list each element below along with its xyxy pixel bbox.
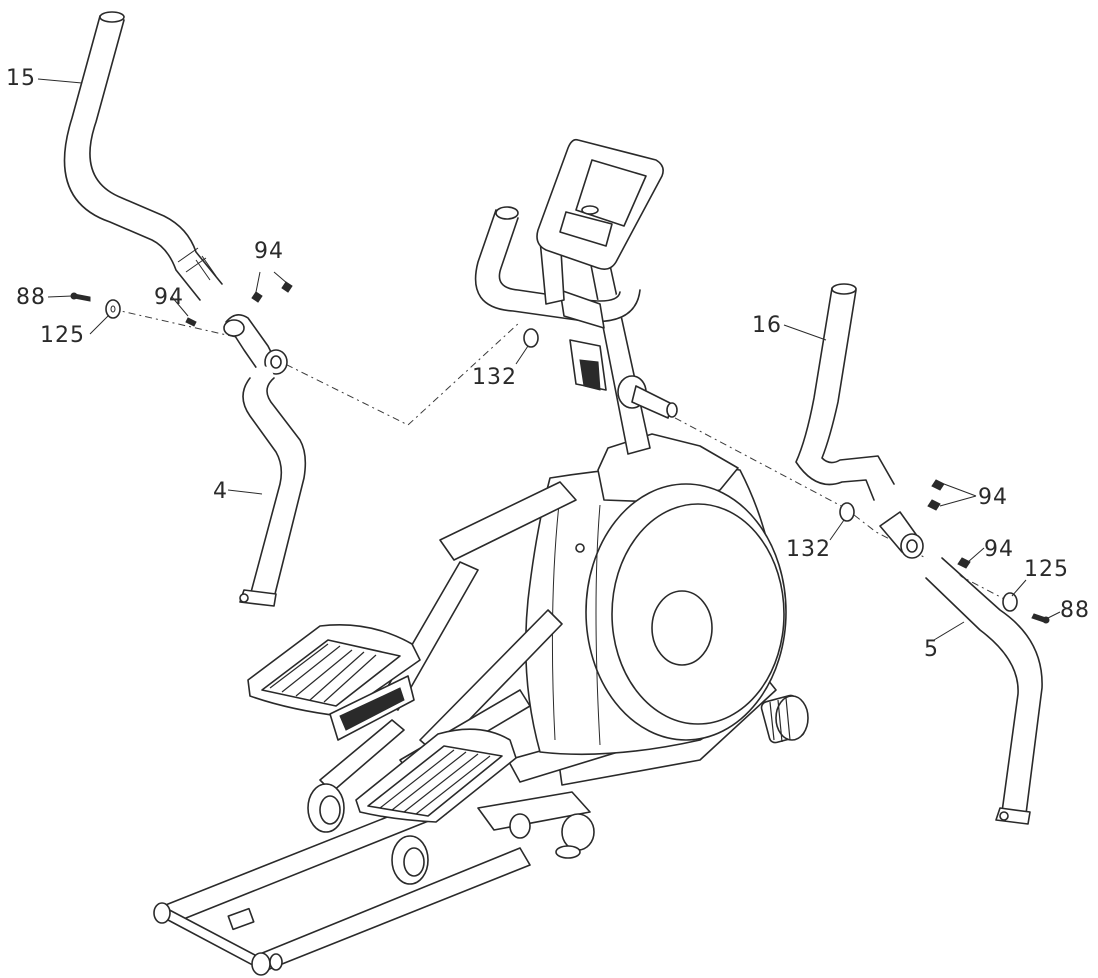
part-5-right-lower-arm: [879, 511, 1043, 825]
part-15-left-upper-handle: [63, 6, 224, 304]
part-16-right-upper-handle: [795, 276, 896, 504]
main-shroud: [524, 433, 787, 756]
callout-88-left: 88: [16, 285, 46, 310]
base-rails: [153, 799, 531, 976]
hardware: [70, 281, 1050, 624]
part-4-left-lower-arm: [223, 314, 307, 608]
right-pedal: [355, 728, 517, 823]
rear-stabilizer: [477, 791, 595, 859]
callout-15: 15: [6, 66, 36, 91]
callout-94-left-top: 94: [254, 239, 284, 264]
callout-5: 5: [924, 637, 939, 662]
callout-labels: 15 94 88 94 125 132 4 16 94 132 94 125 8…: [6, 66, 1090, 662]
callout-16: 16: [752, 313, 782, 338]
callout-94-right: 94: [984, 537, 1014, 562]
leader-lines: [37, 78, 1061, 641]
callout-88-right: 88: [1060, 598, 1090, 623]
wheels: [307, 783, 429, 885]
callout-132-right: 132: [786, 537, 831, 562]
callout-4: 4: [213, 479, 228, 504]
callout-94-left: 94: [154, 285, 184, 310]
left-pedal: [247, 624, 421, 741]
callout-125-right: 125: [1024, 557, 1069, 582]
console-display: [536, 138, 664, 270]
callout-125-left: 125: [40, 323, 85, 348]
callout-94-right-top: 94: [978, 485, 1008, 510]
callout-132-left: 132: [472, 365, 517, 390]
